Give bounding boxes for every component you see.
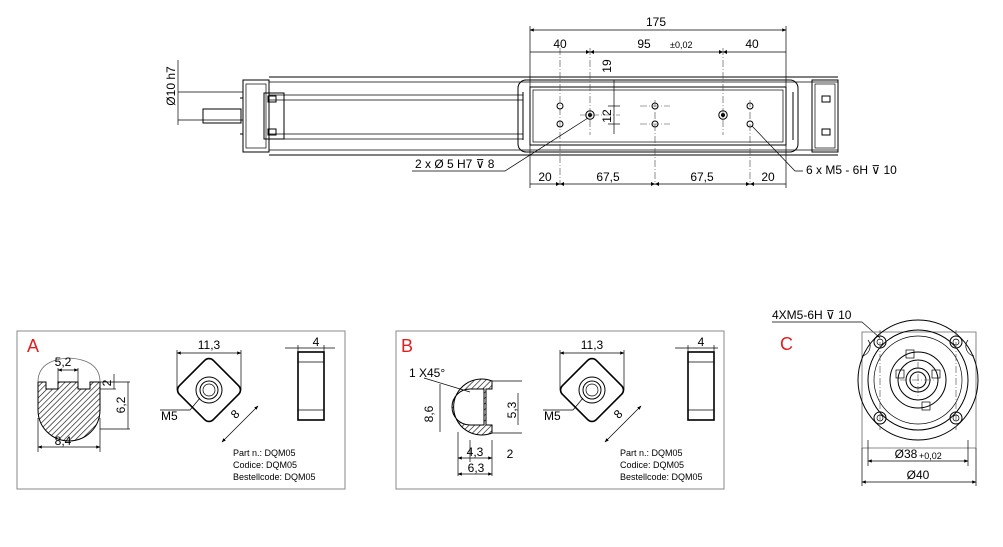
detail-b-nut-side [687,351,715,421]
left-end-cap [242,79,270,153]
dim-right-40: 40 [745,37,759,51]
detail-a-dim-4: 4 [313,335,320,349]
detail-a-dim-2: 2 [100,379,114,386]
detail-b-dim-6-3: 6,3 [468,461,485,475]
detail-b-codice: Codice: DQM05 [620,460,684,470]
detail-a-bestellcode: Bestellcode: DQM05 [233,472,316,482]
detail-b-dim-2: 2 [507,447,514,461]
carriage [517,79,799,153]
dim-20-right: 20 [761,170,775,184]
detail-a-thread: M5 [161,409,178,423]
dim-12: 12 [600,109,614,123]
callout-threads: 6 x M5 - 6H ⊽ 10 [806,163,897,177]
slot-profile [37,381,101,442]
detail-b-thread: M5 [544,409,561,423]
detail-b-part-n: Part n.: DQM05 [620,448,683,458]
dim-shaft: Ø10 h7 [164,66,178,106]
detail-a-dim-11-3: 11,3 [198,338,221,352]
detail-b-dim-4-3: 4,3 [467,445,484,459]
main-view: 175 40 95 ±0,02 40 19 12 Ø10 h7 20 67,5 … [164,15,897,188]
callout-pins: 2 x Ø 5 H7 ⊽ 8 [415,157,495,171]
detail-b-dim-5-3: 5,3 [505,401,519,418]
detail-c-dim-40: Ø40 [907,468,930,482]
detail-a-dim-5-2: 5,2 [55,355,72,369]
detail-c-callout: 4XM5-6H ⊽ 10 [772,308,852,322]
dim-19: 19 [600,59,614,73]
dim-95-tol: ±0,02 [670,40,692,50]
dim-67-5-left: 67,5 [596,170,620,184]
detail-a-dim-6-2: 6,2 [114,396,128,413]
detail-b: B 1 X45° 8,6 5,3 4,3 2 6,3 11,3 M5 8 [395,330,725,490]
dim-67-5-right: 67,5 [690,170,714,184]
detail-c-dim-38: Ø38 [895,447,918,461]
dim-95: 95 [637,37,651,51]
detail-a-frame [16,330,346,490]
detail-a-nut-side [297,351,325,421]
detail-a-letter: A [27,336,39,356]
detail-a-dim-8-4: 8,4 [55,434,72,448]
detail-b-bestellcode: Bestellcode: DQM05 [620,472,703,482]
dim-total: 175 [646,15,666,29]
detail-b-dim-4: 4 [698,335,705,349]
detail-b-dim-8: 8 [611,407,626,422]
detail-b-chamfer: 1 X45° [409,366,445,380]
detail-a-dim-8: 8 [228,407,243,422]
detail-c-dim-38-tol: +0,02 [919,451,942,461]
detail-b-letter: B [401,336,413,356]
drive-shaft [202,108,242,124]
detail-b-frame [395,330,725,490]
slot-profile-b [451,378,493,436]
detail-a-part-n: Part n.: DQM05 [233,448,296,458]
dim-20-left: 20 [538,170,552,184]
detail-c-letter: C [780,334,793,354]
detail-b-dim-11-3: 11,3 [581,338,604,352]
dim-left-40: 40 [553,37,567,51]
detail-a: A 5,2 2 6,2 8,4 11,3 M5 8 [16,330,346,490]
detail-a-codice: Codice: DQM05 [233,460,297,470]
detail-b-dim-8-6: 8,6 [422,405,436,422]
detail-c: C 4XM5-6H ⊽ 10 [772,308,979,486]
right-end-cap [811,79,839,153]
